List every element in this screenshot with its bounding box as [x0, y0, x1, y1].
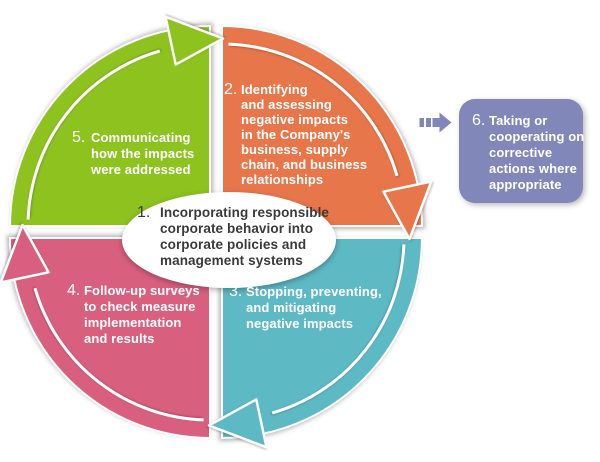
center-number: 1. [137, 204, 151, 221]
segment-3-text: Stopping, preventing, and mitigating neg… [246, 284, 382, 331]
segment-4-label: 4. Follow-up surveys to check measure im… [67, 283, 200, 347]
center-text: Incorporating responsible corporate beha… [160, 205, 330, 268]
center-label: 1. Incorporating responsible corporate b… [137, 205, 329, 269]
segment-4-number: 4. [67, 282, 81, 299]
segment-5-number: 5. [72, 129, 86, 146]
segment-3-label: 3. Stopping, preventing, and mitigating … [229, 284, 382, 332]
segment-2-label: 2. Identifying and assessing negative im… [224, 81, 368, 188]
callout-box [459, 99, 583, 203]
fast-forward-icon [419, 112, 452, 133]
center-ellipse [122, 192, 336, 288]
segment-2-number: 2. [224, 81, 238, 98]
callout-label: 6. Taking or cooperating on corrective a… [472, 113, 584, 193]
segment-4-text: Follow-up surveys to check measure imple… [84, 283, 200, 346]
callout-text: Taking or cooperating on corrective acti… [489, 113, 585, 192]
segment-5-text: Communicating how the impacts were addre… [91, 130, 195, 177]
segment-2-text: Identifying and assessing negative impac… [241, 82, 368, 187]
segment-3-number: 3. [229, 283, 243, 300]
segment-5-label: 5. Communicating how the impacts were ad… [72, 130, 194, 178]
callout-number: 6. [472, 112, 486, 129]
